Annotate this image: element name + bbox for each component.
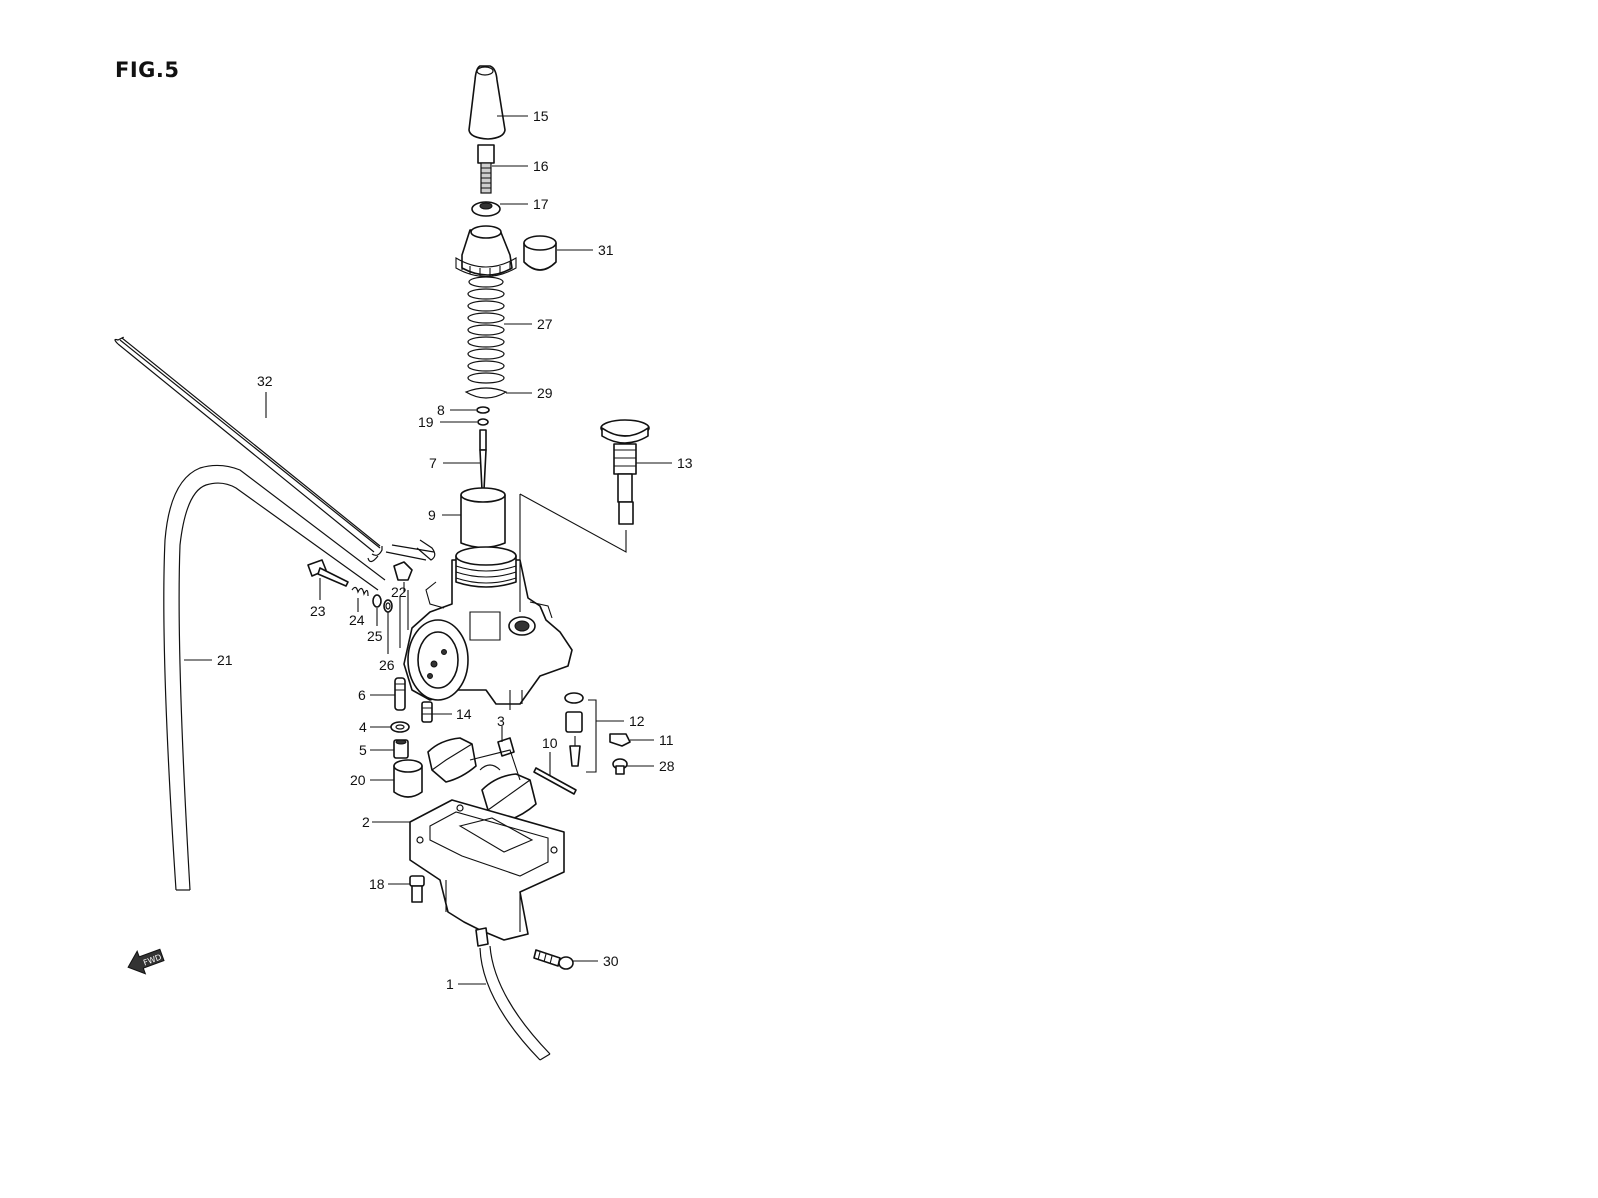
callout-labels: 15 16 17 31 27 29 8 19 7 [184,108,693,992]
callout-21: 21 [217,652,233,668]
part-12-needle-valve [564,692,597,773]
callout-29: 29 [537,385,553,401]
guide-lines [399,493,627,648]
callout-18: 18 [369,876,385,892]
part-30-drain-screw [533,949,574,970]
callout-15: 15 [533,108,549,124]
callout-7: 7 [429,455,437,471]
callout-4: 4 [359,719,367,735]
part-1-drain-hose [479,945,551,1061]
callout-6: 6 [358,687,366,703]
part-14-pilot-jet [421,701,433,723]
part-16-adjuster [477,144,495,194]
part-22-cap [393,561,413,581]
part-32-hose-end [119,339,381,549]
callout-31: 31 [598,242,614,258]
callout-20: 20 [350,772,366,788]
callout-2: 2 [362,814,370,830]
callout-26: 26 [379,657,395,673]
callout-14: 14 [456,706,472,722]
callout-27: 27 [537,316,553,332]
callout-25: 25 [367,628,383,644]
callout-16: 16 [533,158,549,174]
part-17-nut [471,201,501,217]
part-32-hose [114,336,435,563]
callout-13: 13 [677,455,693,471]
part-8-ring [476,406,490,414]
part-11-plate [609,733,631,747]
part-29-clip [464,387,508,399]
part-21-hose [163,464,386,891]
part-18-screw [409,875,425,903]
carburetor-body [403,546,573,710]
part-7-needle [479,429,487,491]
part-13-choke [600,419,650,525]
part-28-screw [612,758,628,775]
callout-23: 23 [310,603,326,619]
callout-3: 3 [497,713,505,729]
part-6-jet-tube [394,677,406,711]
callout-11: 11 [659,732,674,748]
part-24-spring [351,586,369,597]
callout-9: 9 [428,507,436,523]
part-27-spring [467,276,505,384]
part-5-jet [393,739,409,759]
callout-17: 17 [533,196,549,212]
part-23-screw [307,559,349,587]
callout-32: 32 [257,373,273,389]
callout-28: 28 [659,758,675,774]
callout-8: 8 [437,402,445,418]
figure-title: FIG.5 [115,58,180,82]
part-10-float-pin [533,767,577,795]
part-25-washer [372,594,382,608]
part-15-cap [468,65,506,140]
part-20-holder [393,759,423,798]
callout-12: 12 [629,713,645,729]
part-32-hose-tip [416,539,436,561]
fwd-arrow-icon: FWD [127,948,165,975]
callout-30: 30 [603,953,619,969]
callout-19: 19 [418,414,434,430]
part-2-float-chamber [409,799,565,947]
part-4-washer [390,721,410,733]
part-19-washer [477,418,489,426]
part-9-throttle-slide [460,487,506,549]
callout-22: 22 [391,584,407,600]
callout-5: 5 [359,742,367,758]
part-26-oring [383,599,393,613]
callout-1: 1 [446,976,454,992]
carb-top [455,225,517,277]
callout-10: 10 [542,735,558,751]
part-31-cap [523,235,557,271]
callout-24: 24 [349,612,365,628]
